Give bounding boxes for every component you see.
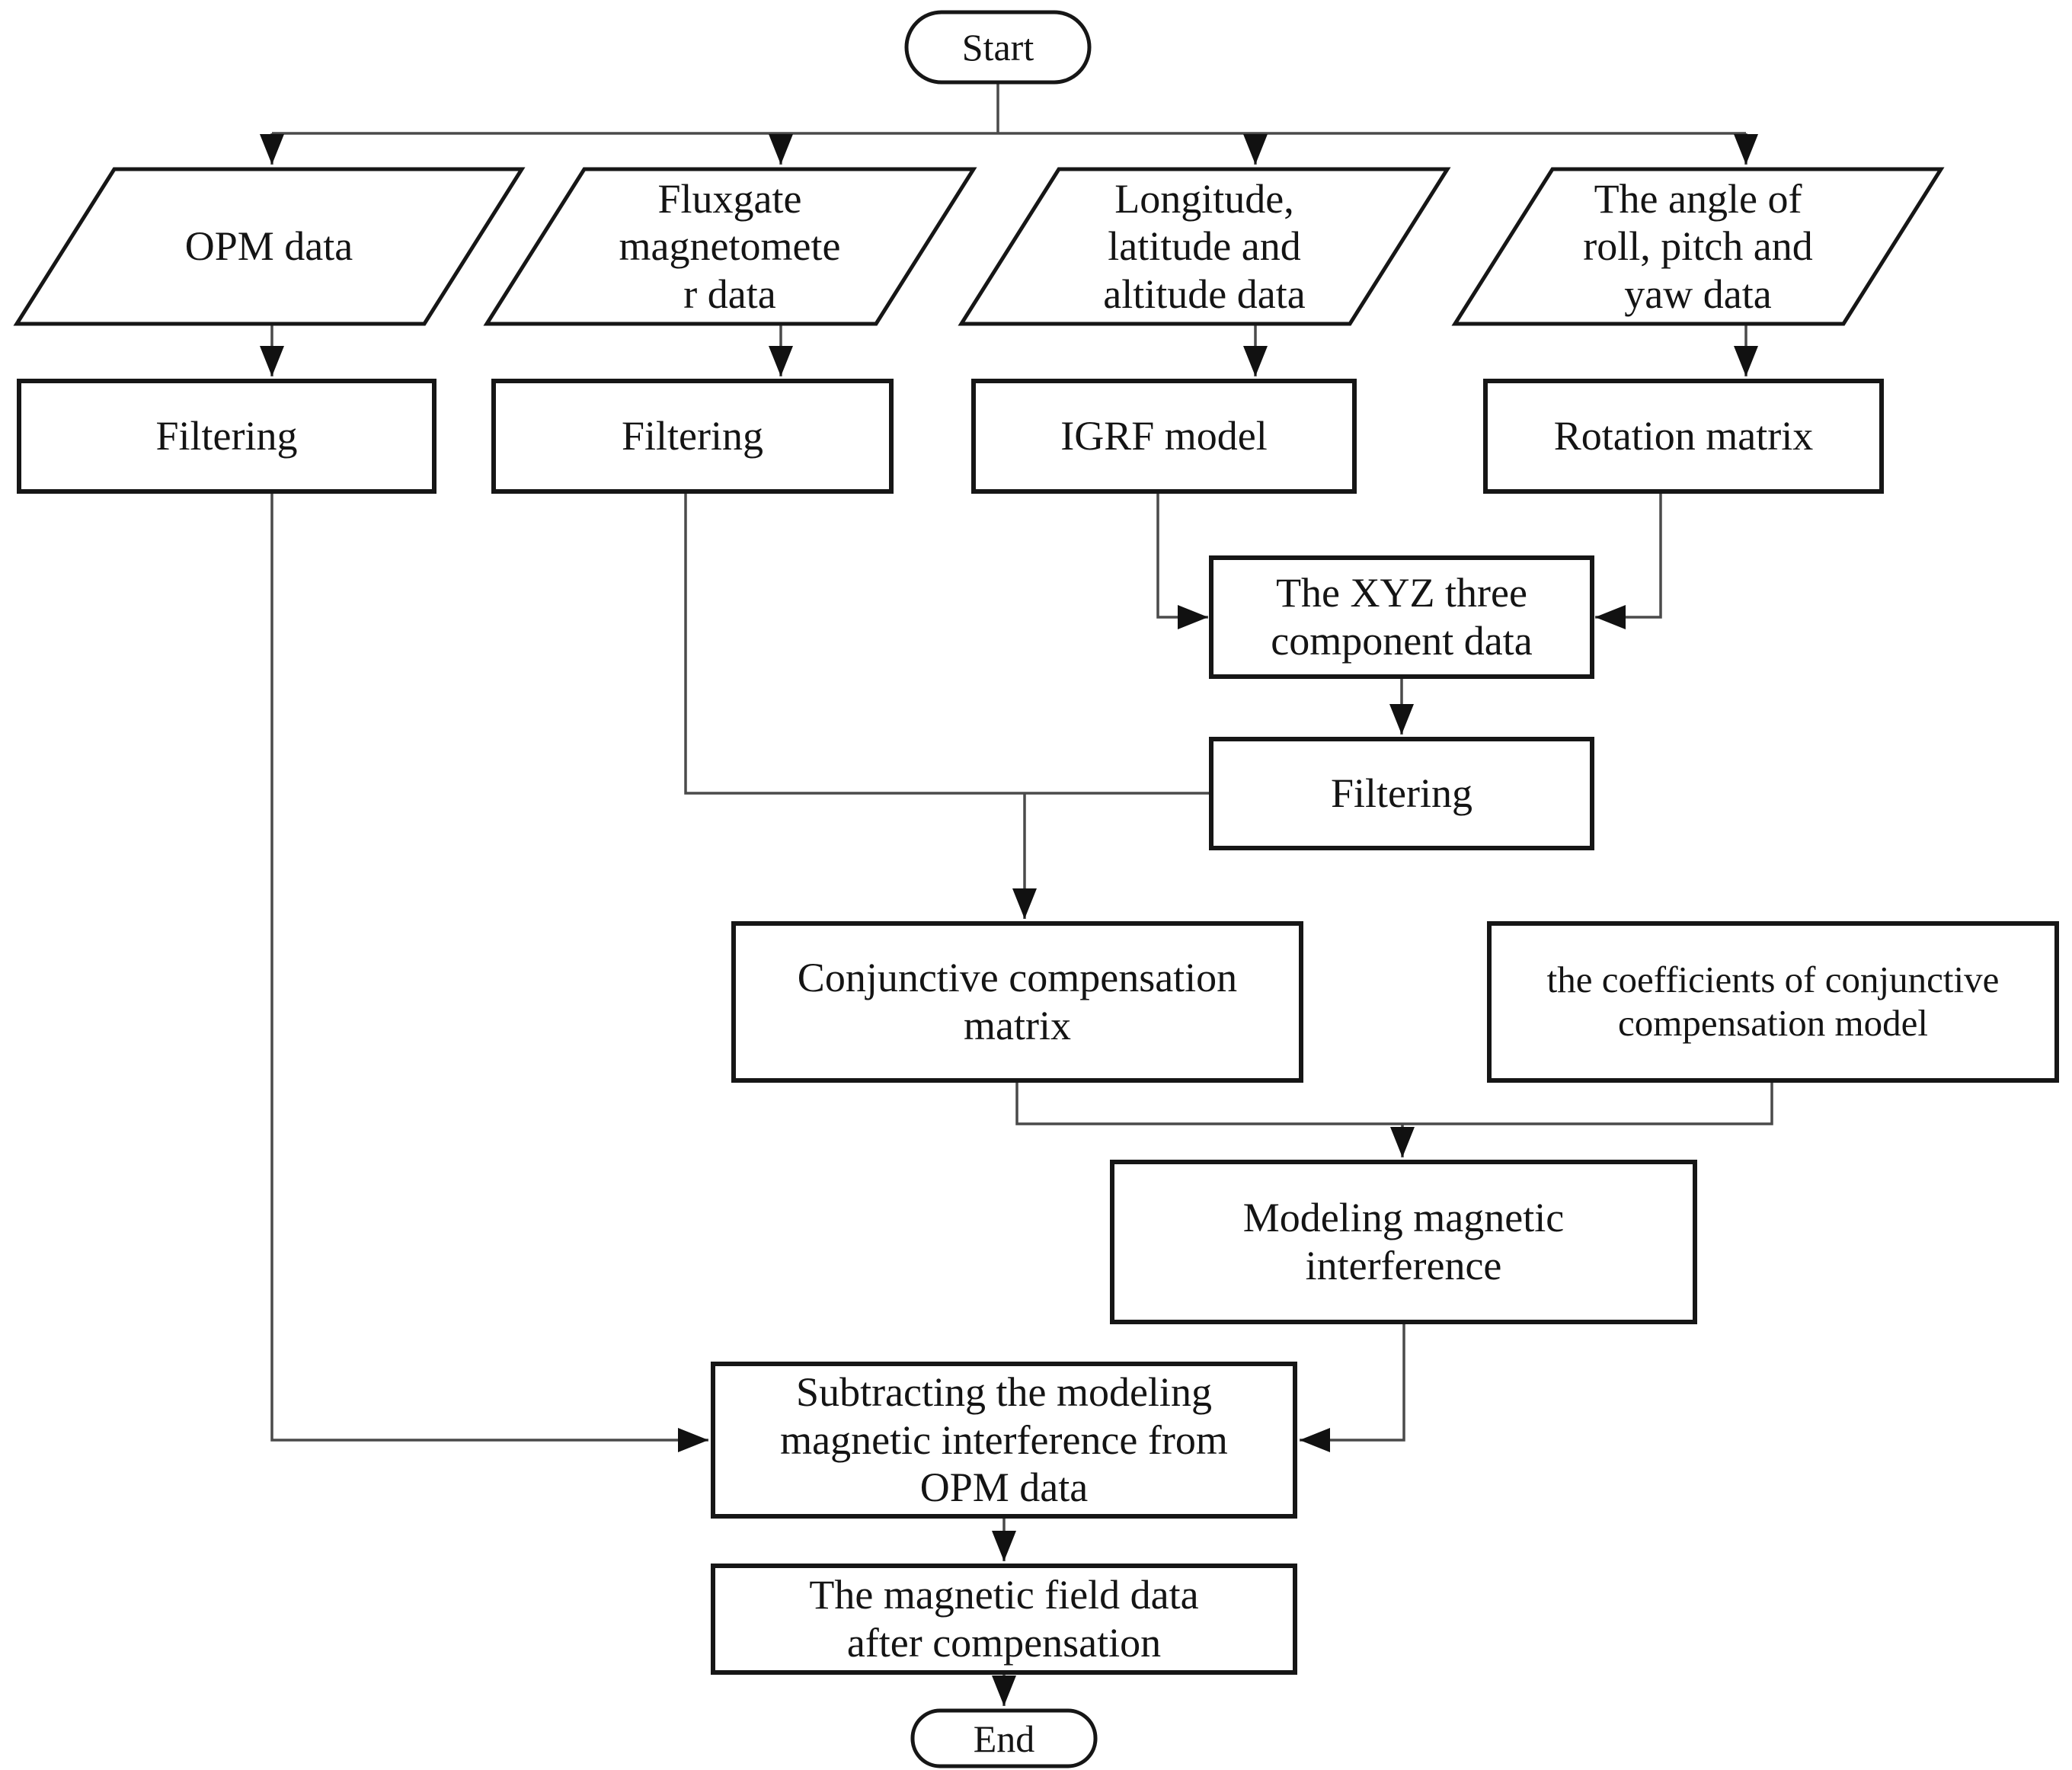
fluxgate-data-parallelogram bbox=[483, 167, 977, 326]
filtering-opm-box bbox=[17, 379, 436, 494]
start-terminator-shape bbox=[904, 10, 1092, 85]
subtracting-box bbox=[711, 1362, 1297, 1519]
edge-fluxgatefilter-to-xyzfilter bbox=[684, 491, 1211, 795]
edge-modeling-to-subtracting bbox=[1300, 1322, 1405, 1452]
geo-data-parallelogram bbox=[958, 167, 1451, 326]
opm-data-parallelogram bbox=[13, 167, 526, 326]
edge-rotation-to-xyz bbox=[1595, 491, 1662, 629]
end-terminator-shape bbox=[910, 1708, 1098, 1768]
filtering-fluxgate-box bbox=[491, 379, 894, 494]
edge-opmfilter-to-subtracting bbox=[270, 491, 708, 1452]
xyz-components-box bbox=[1209, 555, 1594, 679]
igrf-model-box bbox=[971, 379, 1357, 494]
edge-igrf-to-xyz bbox=[1156, 491, 1208, 629]
attitude-data-parallelogram bbox=[1451, 167, 1945, 326]
conjunctive-coeffs-box bbox=[1487, 921, 2059, 1083]
rotation-matrix-box bbox=[1483, 379, 1884, 494]
conjunctive-matrix-box bbox=[731, 921, 1303, 1083]
filtering-xyz-box bbox=[1209, 737, 1594, 850]
edge-join-conjunctive-coeffs bbox=[1015, 1080, 1773, 1125]
modeling-interference-box bbox=[1110, 1160, 1697, 1324]
compensated-data-box bbox=[711, 1564, 1297, 1675]
